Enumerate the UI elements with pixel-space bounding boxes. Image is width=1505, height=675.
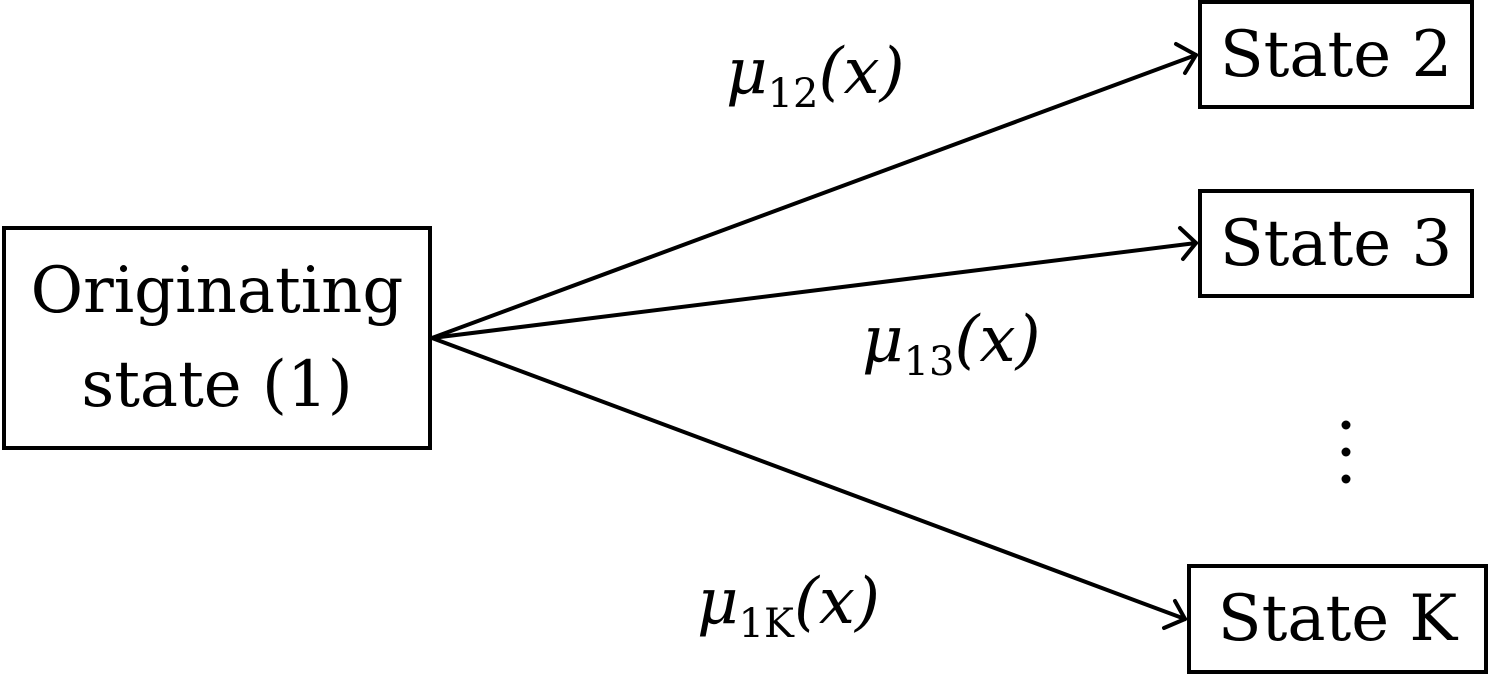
arrow-to-state-3 <box>430 241 1198 340</box>
state-k-label: State K <box>1217 582 1458 656</box>
originating-state-box: Originating state (1) <box>2 226 432 450</box>
rate-label-12: μ12(x) <box>726 40 905 114</box>
rate-subscript: 13 <box>903 339 955 385</box>
rate-argument: (x) <box>793 565 880 639</box>
originating-state-line1: Originating <box>30 254 404 328</box>
arrow-to-state-2 <box>430 53 1198 340</box>
state-2-label: State 2 <box>1219 17 1453 92</box>
state-3-box: State 3 <box>1198 189 1474 298</box>
arrowhead-state-2 <box>1174 42 1198 75</box>
rate-subscript: 12 <box>767 71 819 117</box>
state-k-box: State K <box>1187 564 1488 674</box>
arrow-to-state-k <box>430 336 1187 621</box>
rate-label-1k: μ1K(x) <box>697 570 880 644</box>
vertical-ellipsis: ⋮ <box>1341 420 1351 484</box>
rate-label-13: μ13(x) <box>862 308 1041 382</box>
state-3-label: State 3 <box>1219 206 1453 281</box>
rate-symbol: μ <box>726 35 768 109</box>
rate-symbol: μ <box>862 303 904 377</box>
rate-argument: (x) <box>818 35 905 109</box>
rate-symbol: μ <box>697 565 739 639</box>
rate-argument: (x) <box>954 303 1041 377</box>
state-2-box: State 2 <box>1198 0 1474 109</box>
originating-state-line2: state (1) <box>81 348 353 422</box>
rate-subscript: 1K <box>738 601 794 647</box>
arrowhead-state-k <box>1162 599 1187 630</box>
arrowhead-state-3 <box>1178 226 1198 261</box>
